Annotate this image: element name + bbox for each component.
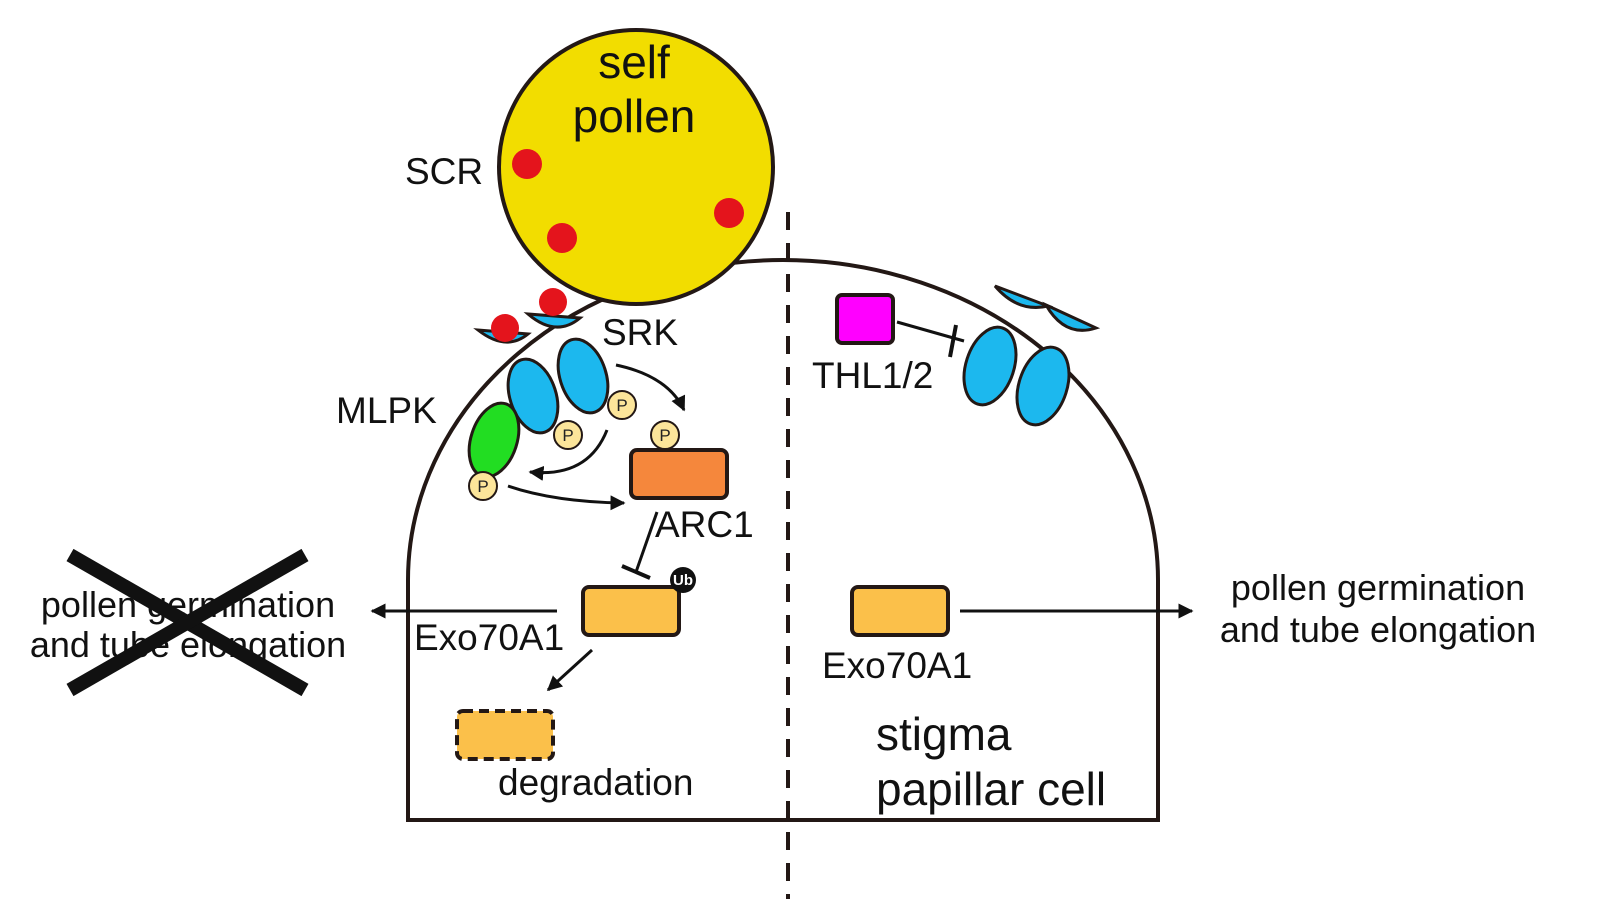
scr-label: SCR	[405, 151, 483, 192]
srk-extracellular-domain	[993, 284, 1054, 309]
scr-ligand	[512, 149, 542, 179]
srk-kinase-domain	[506, 357, 560, 435]
scr-bound	[491, 314, 519, 342]
srk-label: SRK	[602, 312, 678, 353]
phosphate-group: P	[468, 471, 498, 501]
arc1-label: ARC1	[655, 504, 754, 545]
srk-receptor-inactive	[962, 284, 1101, 427]
srk-kinase-domain	[556, 337, 610, 415]
exo70a1-functional	[850, 585, 950, 637]
thl-inhibitor	[835, 293, 895, 345]
arc1-inhibition-line	[634, 511, 659, 573]
exo70a1-left-label: Exo70A1	[414, 617, 564, 658]
scr-bound	[539, 288, 567, 316]
mlpk-to-arc1-arrow	[507, 484, 626, 511]
blocked-cross	[66, 548, 309, 697]
degraded-exo70a1	[455, 709, 555, 761]
srk-receptor-dimer	[473, 288, 610, 435]
svg-text:P: P	[616, 396, 627, 415]
arc1-e3-ligase	[629, 448, 729, 500]
phosphate-group: P	[553, 420, 583, 450]
mlpk-label: MLPK	[336, 390, 437, 431]
srk-kinase-domain	[1015, 345, 1071, 427]
svg-text:P: P	[477, 477, 488, 496]
ubiquitin-tag: Ub	[670, 567, 696, 593]
srk-extracellular-domain	[1042, 301, 1101, 332]
srk-kinase-domain	[962, 325, 1018, 407]
right-output-label-line1: pollen germination	[1231, 567, 1525, 608]
arc1-inhibition-bar	[621, 564, 651, 580]
scr-ligand	[714, 198, 744, 228]
exo70a1-right-label: Exo70A1	[822, 645, 972, 686]
thl-label: THL1/2	[812, 355, 933, 396]
phosphate-group: P	[650, 420, 680, 450]
phosphate-group: P	[607, 390, 637, 420]
degradation-arrow	[546, 648, 594, 692]
right-output-label-line2: and tube elongation	[1220, 609, 1536, 650]
svg-text:P: P	[562, 426, 573, 445]
srk-to-arc1-arrow	[615, 363, 686, 412]
degradation-label: degradation	[498, 762, 693, 803]
srk-to-mlpk-arrow	[528, 429, 609, 481]
pollen-label-line1: self	[598, 36, 670, 88]
cell-label-line2: papillar cell	[876, 763, 1106, 815]
cell-label-line1: stigma	[876, 708, 1012, 760]
srk-extracellular-domain	[523, 312, 584, 329]
pollen-label-line2: pollen	[573, 90, 696, 142]
svg-text:P: P	[659, 426, 670, 445]
exo70a1-ubiquitinated	[581, 585, 681, 637]
scr-ligand	[547, 223, 577, 253]
thl-inhibition-bar	[948, 324, 958, 358]
svg-text:Ub: Ub	[673, 572, 693, 589]
